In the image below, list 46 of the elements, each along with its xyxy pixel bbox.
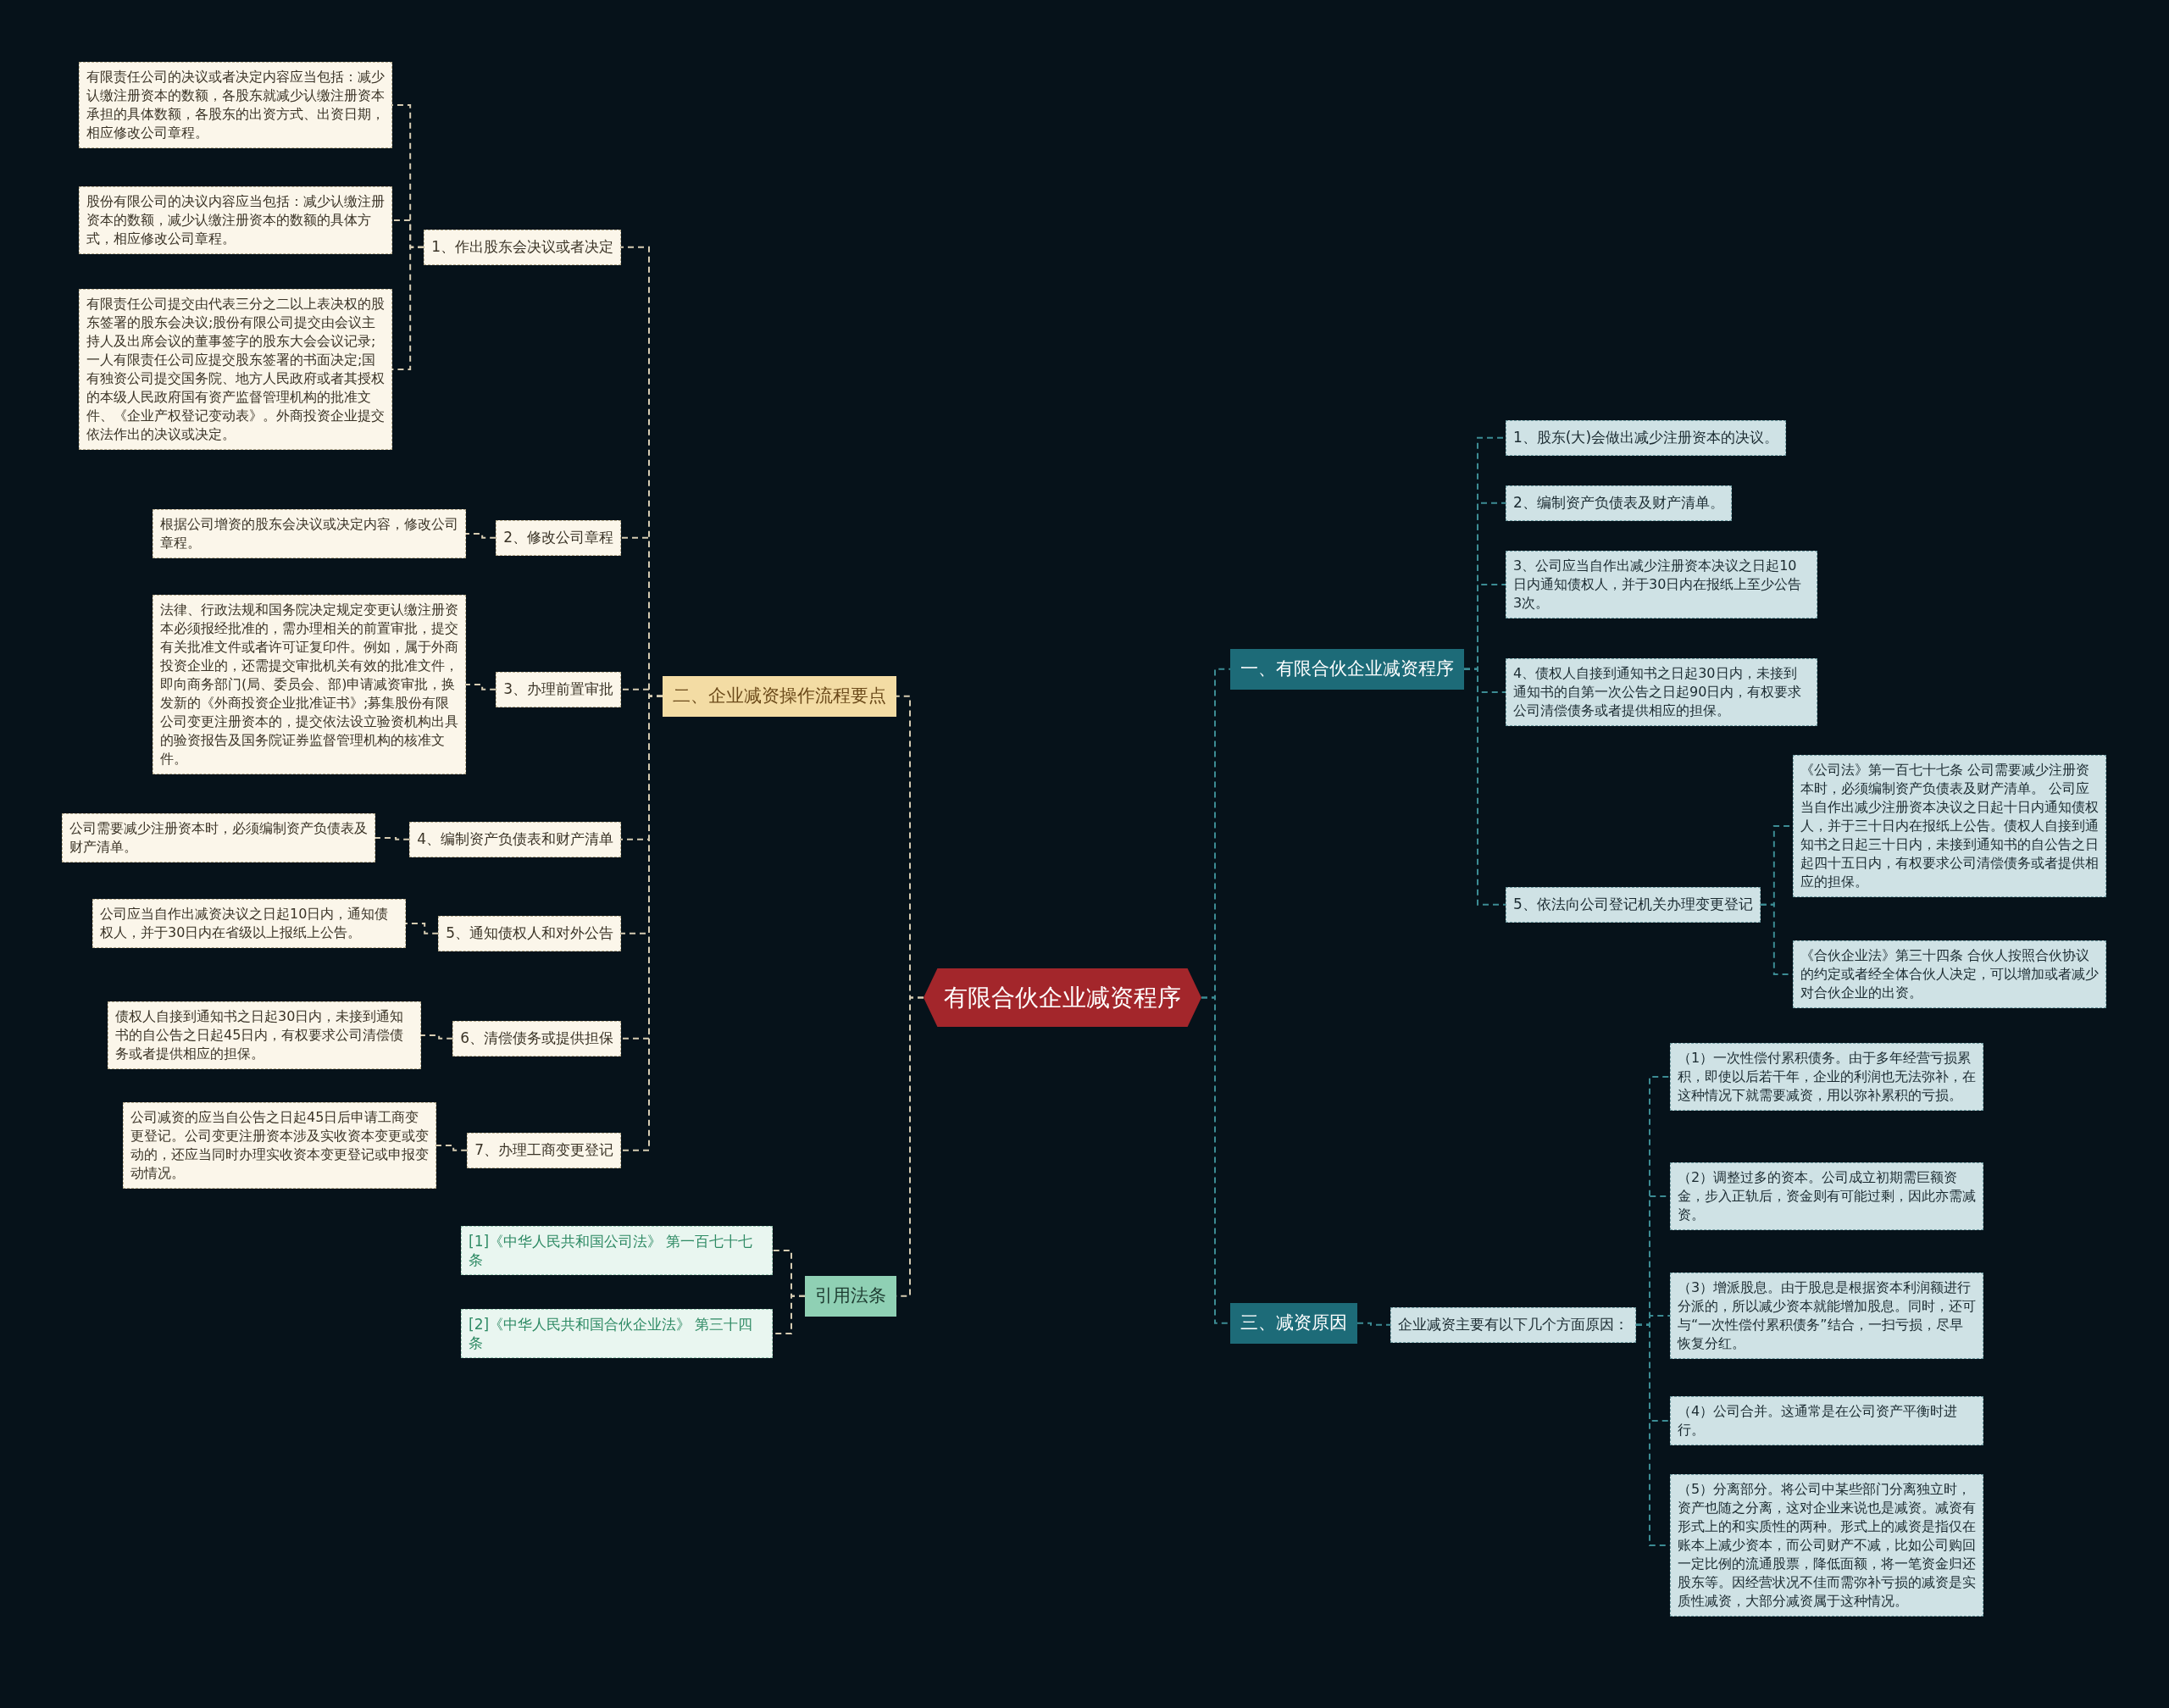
note-box: （1）一次性偿付累积债务。由于多年经营亏损累积，即使以后若干年，企业的利润也无法弥补，在这种情况下就需要减资，用以弥补累积的亏损。 xyxy=(1670,1043,1983,1111)
note-box: 公司需要减少注册资本时，必须编制资产负债表及财产清单。 xyxy=(62,813,375,862)
subtopic-box: 5、通知债权人和对外公告 xyxy=(438,916,621,951)
subtopic-box: 4、编制资产负债表和财产清单 xyxy=(409,822,621,857)
connector xyxy=(391,246,425,370)
connector xyxy=(420,1034,454,1040)
reference-box: [2]《中华人民共和国合伙企业法》 第三十四条 xyxy=(461,1309,773,1358)
note-box: （3）增派股息。由于股息是根据资本利润额进行分派的，所以减少资本就能增加股息。同时，还可与“一次性偿付累积债务”结合，一扫亏损，尽早恢复分红。 xyxy=(1670,1273,1983,1359)
note-box: （2）调整过多的资本。公司成立初期需巨额资金，步入正轨后，资金则有可能过剩，因此亦需减资。 xyxy=(1670,1162,1983,1230)
note-box: 法律、行政法规和国务院决定规定变更认缴注册资本必须报经批准的，需办理相关的前置审批，提交有关批准文件或者许可证复印件。例如，属于外商投资企业的，还需提交审批机关有效的批准文件，即向商务部门(局、委员会、部)申请减资审批，换发新的《外商投资企业批准证书》;募集股份有限公司变更注册资本的，提交依法设立验资机构出具的验资报告及国务院证券监督管理机构的核准文件。 xyxy=(153,595,466,774)
note-box: 根据公司增资的股东会决议或决定内容，修改公司章程。 xyxy=(153,509,466,558)
subtopic-box: 5、依法向公司登记机关办理变更登记 xyxy=(1506,887,1761,923)
note-box: 《合伙企业法》第三十四条 合伙人按照合伙协议的约定或者经全体合伙人决定，可以增加或者减少对合伙企业的出资。 xyxy=(1793,940,2106,1008)
subtopic-box: 7、办理工商变更登记 xyxy=(467,1133,621,1168)
note-box: 公司应当自作出减资决议之日起10日内，通知债权人，并于30日内在省级以上报纸上公告。 xyxy=(92,899,406,948)
connector xyxy=(465,533,497,539)
branch-topic: 一、有限合伙企业减资程序 xyxy=(1230,649,1464,690)
branch-topic: 二、企业减资操作流程要点 xyxy=(663,676,896,717)
connector xyxy=(1356,1322,1391,1326)
reference-box: [1]《中华人民共和国公司法》 第一百七十七条 xyxy=(461,1226,773,1275)
note-box: 公司减资的应当自公告之日起45日后申请工商变更登记。公司变更注册资本涉及实收资本变更或变动的，还应当同时办理实收资本变更登记或申报变动情况。 xyxy=(123,1102,436,1189)
connector xyxy=(1463,668,1506,906)
note-box: 有限责任公司提交由代表三分之二以上表决权的股东签署的股东会决议;股份有限公司提交由会议主持人及出席会议的董事签字的股东大会会议记录;一人有限责任公司应提交股东签署的书面决定;国有独资公司提交国务院、地方人民政府或者其授权的本级人民政府国有资产监督管理机构的批准文件、《企业产权登记变动表》。外商投资企业提交依法作出的决议或决定。 xyxy=(79,289,392,450)
connector xyxy=(435,1145,469,1151)
note-box: （5）分离部分。将公司中某些部门分离独立时，资产也随之分离，这对企业来说也是减资。减资有形式上的和实质性的两种。形式上的减资是指仅在账本上减少资本，而公司财产不减，比如公司购回一定比例的流通股票，降低面额，将一笔资金归还股东等。因经营状况不佳而需弥补亏损的减资是实质性减资，大部分减资属于这种情况。 xyxy=(1670,1474,1983,1616)
subtopic-box: 2、修改公司章程 xyxy=(496,520,621,556)
note-box: 4、债权人自接到通知书之日起30日内，未接到通知书的自第一次公告之日起90日内，有权要求公司清偿债务或者提供相应的担保。 xyxy=(1506,658,1817,726)
note-box: 3、公司应当自作出减少注册资本决议之日起10日内通知债权人，并于30日内在报纸上至少公告3次。 xyxy=(1506,551,1817,618)
connector xyxy=(620,695,663,1151)
note-box: 《公司法》第一百七十七条 公司需要减少注册资本时，必须编制资产负债表及财产清单。 公司应当自作出减少注册资本决议之日起十日内通知债权人，并于三十日内在报纸上公告。债权人自接到通知书之日起三十日内，未接到通知书的自公告之日起四十五日内，有权要求公司清偿债务或者提供相应的担保。 xyxy=(1793,755,2106,897)
subtopic-box: 1、作出股东会决议或者决定 xyxy=(424,230,621,265)
connector xyxy=(405,923,440,934)
note-box: 债权人自接到通知书之日起30日内，未接到通知书的自公告之日起45日内，有权要求公司清偿债务或者提供相应的担保。 xyxy=(108,1001,421,1069)
branch-topic: 三、减资原因 xyxy=(1230,1303,1357,1344)
subtopic-box: 1、股东(大)会做出减少注册资本的决议。 xyxy=(1506,420,1787,456)
subtopic-box: 6、清偿债务或提供担保 xyxy=(452,1021,621,1056)
subtopic-box: 3、办理前置审批 xyxy=(496,672,621,707)
connector xyxy=(374,837,411,840)
subtopic-box: 2、编制资产负债表及财产清单。 xyxy=(1506,485,1732,521)
connector xyxy=(465,684,497,690)
note-box: （4）公司合并。这通常是在公司资产平衡时进行。 xyxy=(1670,1396,1983,1445)
branch-topic: 引用法条 xyxy=(805,1276,896,1317)
note-box: 有限责任公司的决议或者决定内容应当包括：减少认缴注册资本的数额，各股东就减少认缴注册资本承担的具体数额，各股东的出资方式、出资日期，相应修改公司章程。 xyxy=(79,62,392,148)
note-box: 股份有限公司的决议内容应当包括：减少认缴注册资本的数额，减少认缴注册资本的数额的具体方式，相应修改公司章程。 xyxy=(79,186,392,254)
subtopic-box: 企业减资主要有以下几个方面原因： xyxy=(1390,1307,1636,1343)
central-topic: 有限合伙企业减资程序 xyxy=(924,968,1201,1027)
